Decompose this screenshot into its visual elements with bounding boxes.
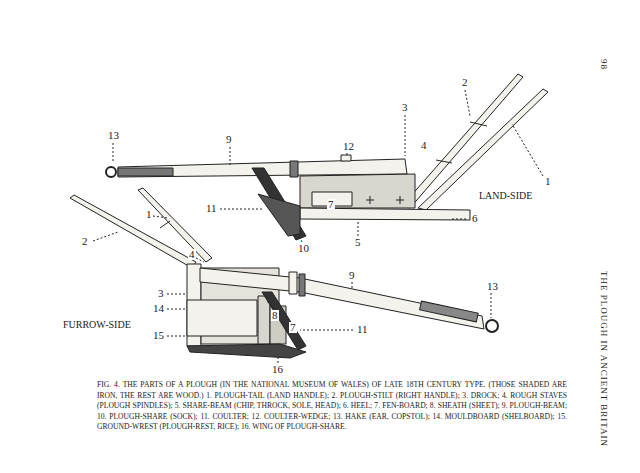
leader-line [196,258,204,262]
callout-number: 8 [271,310,279,321]
leader-line [220,209,262,210]
leader-line [167,294,186,295]
coulter-wedge [341,155,351,161]
stave [160,221,170,228]
stave [470,122,487,126]
callout-number: 4 [420,140,428,151]
callout-number: 11 [356,324,369,335]
view-label: FURROW-SIDE [62,320,132,330]
callout-number: 2 [461,77,469,88]
leader-line [491,293,492,318]
plough-stilt [402,74,523,208]
plough-share [187,344,306,358]
leader-line [465,90,470,116]
callout-number: 15 [152,330,165,341]
leader-line [167,336,186,337]
plough-beam [200,268,484,329]
callout-number: 5 [354,237,362,248]
leader-line [512,124,543,176]
callout-number: 7 [289,322,297,333]
hake-ring [486,320,498,332]
leader-line [113,143,114,162]
callout-number: 13 [107,130,120,141]
hake-iron [118,168,173,176]
callout-number: 3 [157,288,165,299]
leader-line [167,309,186,310]
mouldboard [187,300,257,336]
plough-share [258,194,300,236]
leader-line [266,300,274,309]
plough-tail [138,188,212,262]
leader-line [230,147,231,166]
leader-line [300,330,353,331]
leader-line [405,115,406,156]
callout-number: 2 [81,236,89,247]
callout-number: 16 [271,364,284,375]
callout-number: 3 [401,102,409,113]
callout-number: 10 [297,243,310,254]
leader-line [298,234,302,242]
callout-number: 1 [145,209,153,220]
leader-line [153,216,168,218]
body-frame [300,174,415,208]
leader-line [93,232,118,241]
leader-line [358,222,359,236]
land-side-plough [106,74,548,242]
callout-number: 14 [152,303,165,314]
plough-tail [418,89,548,210]
callout-number: 13 [486,281,499,292]
stave [436,160,452,163]
callout-number: 6 [471,213,479,224]
callout-number: 9 [225,134,233,145]
mark [400,196,401,204]
view-label: LAND-SIDE [478,191,533,201]
leader-line [452,219,468,220]
callout-number: 1 [544,176,552,187]
furrow-side-plough [70,188,498,363]
callout-number: 12 [342,141,355,152]
beam-strap [299,274,305,296]
leader-line [278,357,279,363]
leader-line [347,153,348,156]
callout-number: 11 [205,203,218,214]
coulter-wedge [289,272,297,294]
beam-strap [290,161,298,177]
running-head: THE PLOUGH IN ANCIENT BRITAIN [599,270,608,448]
coulter [262,292,306,350]
share-beam [300,208,470,220]
coulter [252,168,306,240]
hake-iron [420,301,479,322]
callout-number: 4 [188,249,196,260]
running-head: 98 [599,58,608,71]
mark [370,196,371,204]
leader-lines [93,216,491,363]
callout-number: 7 [327,199,335,210]
callout-number: 9 [348,270,356,281]
figure-caption: FIG. 4. THE PARTS OF A PLOUGH (IN THE NA… [97,380,567,433]
hake-ring [106,167,116,177]
leader-line [352,282,353,290]
leader-lines [113,90,543,242]
